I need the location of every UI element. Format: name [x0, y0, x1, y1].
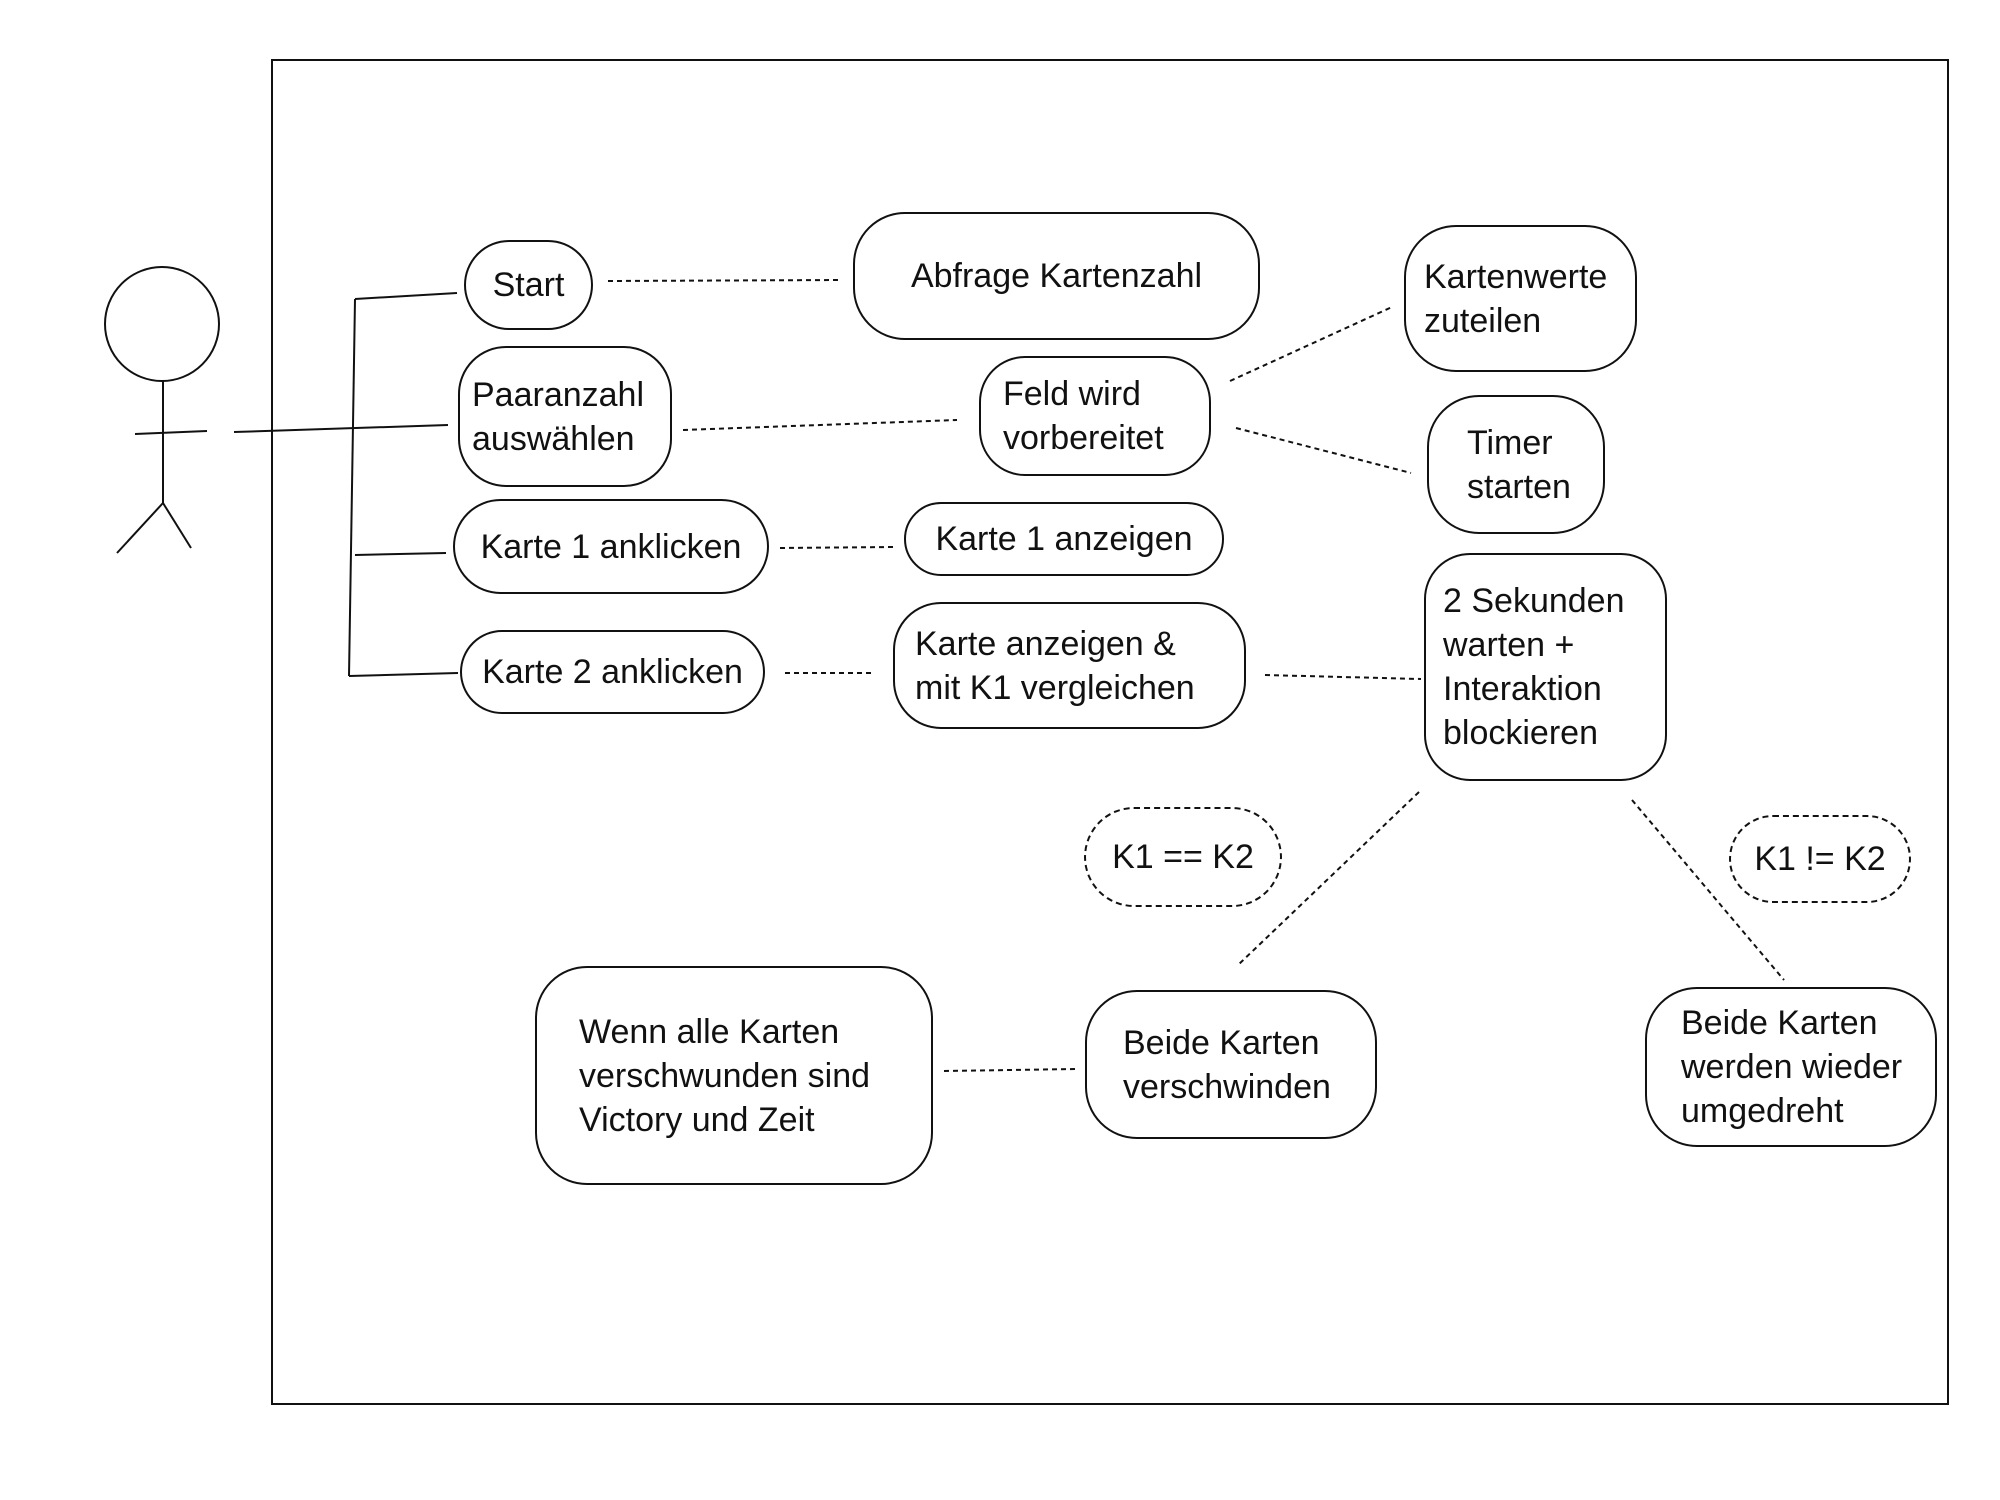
- use-case-kartenwerte-zuteilen-label: Kartenwerte zuteilen: [1424, 257, 1608, 340]
- use-case-kartenwerte-zuteilen: Kartenwerte zuteilen: [1404, 225, 1637, 372]
- association-paaranzahl: [233, 424, 449, 433]
- use-case-victory-zeit-label: Wenn alle Karten verschwunden sind Victo…: [579, 1012, 871, 1139]
- condition-k1-equals-k2-label: K1 == K2: [1112, 838, 1254, 876]
- line-karte1-anzeigen: [779, 546, 894, 549]
- association-karte1: [354, 552, 447, 556]
- condition-k1-not-equals-k2: K1 != K2: [1729, 815, 1911, 903]
- use-case-karte2-anklicken: Karte 2 anklicken: [460, 630, 765, 714]
- condition-k1-equals-k2: K1 == K2: [1084, 807, 1282, 907]
- use-case-timer-starten-label: Timer starten: [1467, 423, 1571, 506]
- use-case-abfrage-kartenzahl-label: Abfrage Kartenzahl: [910, 257, 1203, 295]
- use-case-karten-verschwinden: Beide Karten verschwinden: [1085, 990, 1377, 1139]
- line-feld-kartenwerte: [1229, 306, 1393, 382]
- actor-head: [104, 266, 220, 382]
- use-case-karten-umgedreht: Beide Karten werden wieder umgedreht: [1645, 987, 1937, 1147]
- use-case-karte-vergleichen: Karte anzeigen & mit K1 vergleichen: [893, 602, 1246, 729]
- use-case-karte1-anzeigen: Karte 1 anzeigen: [904, 502, 1224, 576]
- use-case-karten-verschwinden-label: Beide Karten verschwinden: [1123, 1023, 1331, 1106]
- use-case-abfrage-kartenzahl: Abfrage Kartenzahl: [853, 212, 1260, 340]
- use-case-karte1-anzeigen-label: Karte 1 anzeigen: [935, 520, 1193, 558]
- line-paaranzahl-feld: [682, 419, 958, 431]
- use-case-feld-vorbereitet-label: Feld wird vorbereitet: [1003, 375, 1164, 457]
- line-warten-verschwinden: [1236, 791, 1420, 967]
- use-case-karte1-anklicken: Karte 1 anklicken: [453, 499, 769, 594]
- system-boundary: [271, 59, 1949, 1405]
- use-case-feld-vorbereitet: Feld wird vorbereitet: [979, 356, 1211, 476]
- relation-lines: [607, 279, 1785, 1072]
- association-bracket: [348, 298, 356, 677]
- actor-figure: [104, 266, 220, 554]
- association-start: [354, 292, 458, 300]
- use-case-karte1-anklicken-label: Karte 1 anklicken: [480, 527, 742, 566]
- use-case-warten-blockieren-label: 2 Sekunden warten + Interaktion blockier…: [1443, 582, 1625, 752]
- line-feld-timer: [1235, 427, 1412, 474]
- use-case-karte2-anklicken-label: Karte 2 anklicken: [482, 653, 743, 691]
- actor-right-leg: [162, 502, 192, 549]
- condition-k1-not-equals-k2-label: K1 != K2: [1754, 840, 1886, 878]
- use-case-karte-vergleichen-label: Karte anzeigen & mit K1 vergleichen: [915, 624, 1195, 707]
- use-case-victory-zeit: Wenn alle Karten verschwunden sind Victo…: [535, 966, 933, 1185]
- use-case-start-label: Start: [492, 266, 565, 304]
- line-vergleichen-warten: [1264, 674, 1422, 680]
- line-warten-umgedreht: [1631, 799, 1785, 981]
- line-start-abfrage: [607, 279, 843, 282]
- use-case-timer-starten: Timer starten: [1427, 395, 1605, 534]
- association-karte2: [348, 672, 459, 677]
- use-case-karten-umgedreht-label: Beide Karten werden wieder umgedreht: [1681, 1004, 1903, 1130]
- actor-arms: [134, 430, 208, 435]
- actor-associations: [233, 292, 459, 677]
- use-case-start: Start: [464, 240, 593, 330]
- line-victory-verschwinden: [943, 1068, 1078, 1072]
- use-case-warten-blockieren: 2 Sekunden warten + Interaktion blockier…: [1424, 553, 1667, 781]
- use-case-paaranzahl-auswaehlen: Paaranzahl auswählen: [458, 346, 672, 487]
- use-case-paaranzahl-auswaehlen-label: Paaranzahl auswählen: [472, 375, 645, 458]
- actor-left-leg: [116, 502, 164, 554]
